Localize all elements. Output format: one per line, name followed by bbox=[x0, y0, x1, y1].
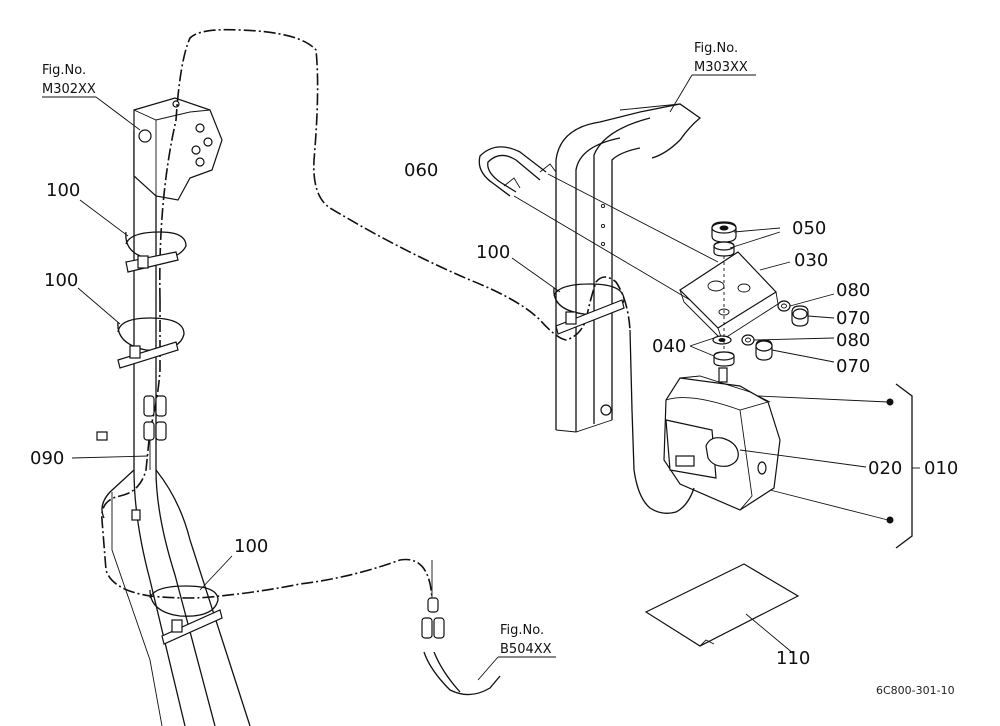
washer-080-lower bbox=[741, 334, 755, 346]
leader-lamp-top bbox=[757, 395, 889, 403]
group-bracket-010 bbox=[895, 383, 913, 549]
small-bracket bbox=[131, 509, 141, 521]
part-label-080-a: 080 bbox=[836, 280, 870, 301]
part-label-040: 040 bbox=[652, 336, 686, 357]
fig-ref-b504: Fig.No. B504XX bbox=[477, 623, 556, 681]
work-lamp bbox=[629, 329, 781, 514]
part-label-070-a: 070 bbox=[836, 308, 870, 329]
small-tab bbox=[96, 431, 108, 441]
part-label-090: 090 bbox=[30, 448, 64, 469]
part-label-060: 060 bbox=[404, 160, 438, 181]
mount-bracket-plate bbox=[679, 251, 779, 341]
fig-ref-m303-line1: Fig.No. bbox=[694, 41, 738, 56]
part-label-070-b: 070 bbox=[836, 356, 870, 377]
fig-ref-b504-line1: Fig.No. bbox=[500, 623, 544, 638]
cable-tie-right bbox=[553, 283, 625, 335]
wire-harness bbox=[101, 28, 631, 601]
cable-tie-lower bbox=[149, 585, 223, 645]
nut-050-stack bbox=[711, 221, 737, 257]
connector-group-bottom bbox=[421, 560, 501, 696]
part-label-100-d: 100 bbox=[476, 242, 510, 263]
connector-group-left bbox=[143, 395, 167, 470]
part-label-020: 020 bbox=[868, 458, 902, 479]
u-bolt bbox=[478, 146, 557, 197]
part-leaders bbox=[71, 199, 920, 655]
part-label-010: 010 bbox=[924, 458, 958, 479]
part-label-100-a: 100 bbox=[46, 180, 80, 201]
instruction-sheet bbox=[644, 563, 800, 647]
fig-ref-m302-line1: Fig.No. bbox=[42, 63, 86, 78]
washer-080-upper bbox=[777, 300, 791, 312]
upper-mount-bracket bbox=[133, 97, 223, 201]
fig-ref-m302-line2: M302XX bbox=[42, 82, 96, 97]
leader-ubolt-top bbox=[547, 173, 719, 263]
right-stand-post bbox=[555, 103, 702, 433]
part-label-080-b: 080 bbox=[836, 330, 870, 351]
leader-ubolt-bottom bbox=[513, 195, 691, 301]
part-label-110: 110 bbox=[776, 648, 810, 669]
left-frame-tube bbox=[96, 130, 251, 726]
part-label-030: 030 bbox=[794, 250, 828, 271]
fig-ref-m303-line2: M303XX bbox=[694, 60, 748, 75]
part-label-100-c: 100 bbox=[234, 536, 268, 557]
nut-070-lower bbox=[755, 339, 773, 361]
leader-lamp-bottom bbox=[769, 489, 889, 521]
part-label-050: 050 bbox=[792, 218, 826, 239]
nut-070-upper bbox=[791, 305, 809, 327]
fig-ref-m302: Fig.No. M302XX bbox=[42, 63, 141, 131]
drawing-code: 6C800-301-10 bbox=[876, 684, 955, 697]
fig-ref-m303: Fig.No. M303XX bbox=[669, 41, 756, 113]
fig-ref-b504-line2: B504XX bbox=[500, 642, 552, 657]
washer-040-stack bbox=[712, 335, 735, 367]
part-label-100-b: 100 bbox=[44, 270, 78, 291]
cable-tie-middle bbox=[117, 317, 185, 369]
cable-tie-upper bbox=[125, 231, 187, 273]
